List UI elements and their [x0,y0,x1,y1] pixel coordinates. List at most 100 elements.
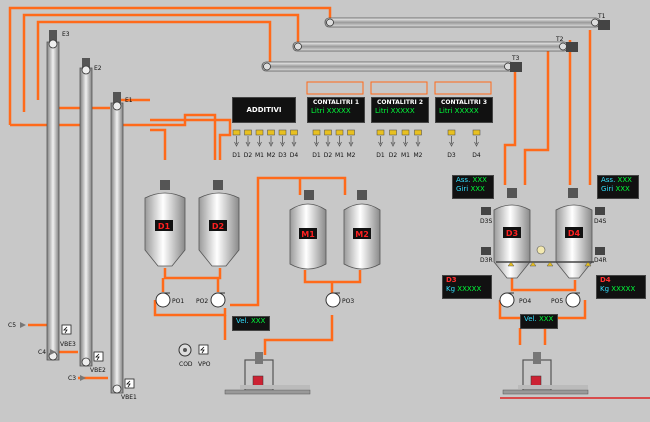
valve-label: D1 [376,152,385,159]
vpo-label: VPO [198,361,211,368]
valve-1-m2[interactable]: M2 [267,129,276,159]
inlet-c5[interactable]: C5 [8,322,26,329]
valve-2-m1[interactable]: M1 [335,129,344,159]
valve-4-d3[interactable]: D3 [447,129,456,159]
valve-2-d1[interactable]: D1 [312,129,321,159]
additivi-panel[interactable]: ADDITIVI [232,97,296,123]
conveyor-t3-label: T3 [511,55,520,62]
pump-po3[interactable]: PO3 [325,292,354,308]
tank-m1[interactable]: M1 [289,190,327,270]
filler-left[interactable] [224,352,311,395]
ass-right-value: XXX [617,176,632,184]
contalitri-3[interactable]: CONTALITRI 3 Litri XXXXX [435,97,493,123]
conveyor-t1-label: T1 [597,13,606,20]
valve-1-d4[interactable]: D4 [290,129,299,159]
tank-d1-label: D1 [158,222,171,231]
contalitri-2-value: XXXXX [390,107,415,115]
lightning-icon [95,353,100,361]
elevator-e3[interactable]: E3 [46,30,70,361]
valve-label: D4 [472,152,481,159]
valve-label: D1 [312,152,321,159]
tank-d2[interactable]: D2 [198,180,240,267]
conveyor-t1[interactable]: T1 [324,13,610,30]
motor-d3s[interactable]: D3S [480,207,492,225]
valve-1-d3[interactable]: D3 [278,129,287,159]
ass-giri-right[interactable]: Ass. XXX Giri XXX [597,175,639,199]
tank-d3[interactable]: D3 [493,188,531,279]
valve-1-m1[interactable]: M1 [255,129,264,159]
motor-d4r[interactable]: D4R [594,247,607,264]
lightning-icon [200,346,205,354]
valve-label: D1 [232,152,241,159]
inlet-c3-label: C3 [68,375,76,382]
vbe3[interactable]: VBE3 [60,324,76,348]
valve-label: D2 [389,152,398,159]
weight-d3-unit: Kg [446,285,456,293]
vbe2[interactable]: VBE2 [90,351,106,374]
motor-d3r[interactable]: D3R [480,247,493,264]
valve-1-d1[interactable]: D1 [232,129,241,159]
pump-po4-label: PO4 [519,298,531,305]
weight-d4[interactable]: D4 Kg XXXXX [596,275,646,299]
pump-po1-label: PO1 [172,298,184,305]
valve-2-m2[interactable]: M2 [347,129,356,159]
compressor-cod[interactable]: COD [178,343,193,368]
tank-d3-label: D3 [506,229,518,238]
weight-d4-value: XXXXX [611,285,636,293]
conveyor-t2[interactable]: T2 [292,36,578,52]
cod-label: COD [179,361,193,368]
contalitri-2[interactable]: CONTALITRI 2 Litri XXXXX [371,97,429,123]
velocity-left[interactable]: Vel. XXX [232,316,270,331]
conveyor-t3[interactable]: T3 [261,55,522,72]
inlet-c5-label: C5 [8,322,16,329]
tank-m2[interactable]: M2 [343,190,381,270]
inlet-c3[interactable]: C3 [68,375,86,382]
tank-d1[interactable]: D1 [144,180,186,267]
vbe1[interactable]: VBE1 [121,378,137,401]
ass-left-value: XXX [472,176,487,184]
valve-3-m1[interactable]: M1 [401,129,410,159]
platform [496,245,594,267]
pump-po5[interactable]: PO5 [551,292,581,308]
contalitri-1[interactable]: CONTALITRI 1 Litri XXXXX [307,97,365,123]
vpo-switch[interactable]: VPO [198,344,211,368]
velocity-right[interactable]: Vel. XXX [520,314,558,329]
weight-d4-name: D4 [600,276,611,284]
valve-3-d1[interactable]: D1 [376,129,385,159]
contalitri-3-unit: Litri [439,107,453,115]
valve-label: M1 [335,152,344,159]
vel-right-label: Vel. [524,315,537,323]
weight-d3[interactable]: D3 Kg XXXXX [442,275,492,299]
motor-d4s[interactable]: D4S [594,207,606,225]
elevator-e2[interactable]: E2 [79,58,102,367]
contalitri-2-unit: Litri [375,107,389,115]
contalitri-header-2 [370,81,428,95]
elevator-e3-label: E3 [62,31,70,38]
vbe2-label: VBE2 [90,367,106,374]
contalitri-header-1 [306,81,364,95]
valve-1-d2[interactable]: D2 [244,129,253,159]
ass-giri-left[interactable]: Ass. XXX Giri XXX [452,175,494,199]
elevator-e1[interactable]: E1 [110,92,133,394]
valve-4-d4[interactable]: D4 [472,129,481,159]
contalitri-3-value: XXXXX [454,107,479,115]
valve-label: M2 [267,152,276,159]
motor-d4r-label: D4R [594,257,607,264]
pump-po5-label: PO5 [551,298,563,305]
pump-po2[interactable]: PO2 [196,292,226,308]
pump-po1[interactable]: PO1 [155,292,184,308]
pump-po3-label: PO3 [342,298,354,305]
valve-3-d2[interactable]: D2 [389,129,398,159]
tank-d4-label: D4 [568,229,581,238]
valve-2-d2[interactable]: D2 [324,129,333,159]
vel-left-value: XXX [250,317,266,325]
filler-right[interactable] [502,352,589,395]
pump-po4[interactable]: PO4 [499,292,531,308]
inlet-c4[interactable]: C4 [38,349,56,356]
contalitri-header-3 [434,81,492,95]
valve-3-m2[interactable]: M2 [414,129,423,159]
motor-d3s-label: D3S [480,218,492,225]
tank-d4[interactable]: D4 [555,188,593,279]
